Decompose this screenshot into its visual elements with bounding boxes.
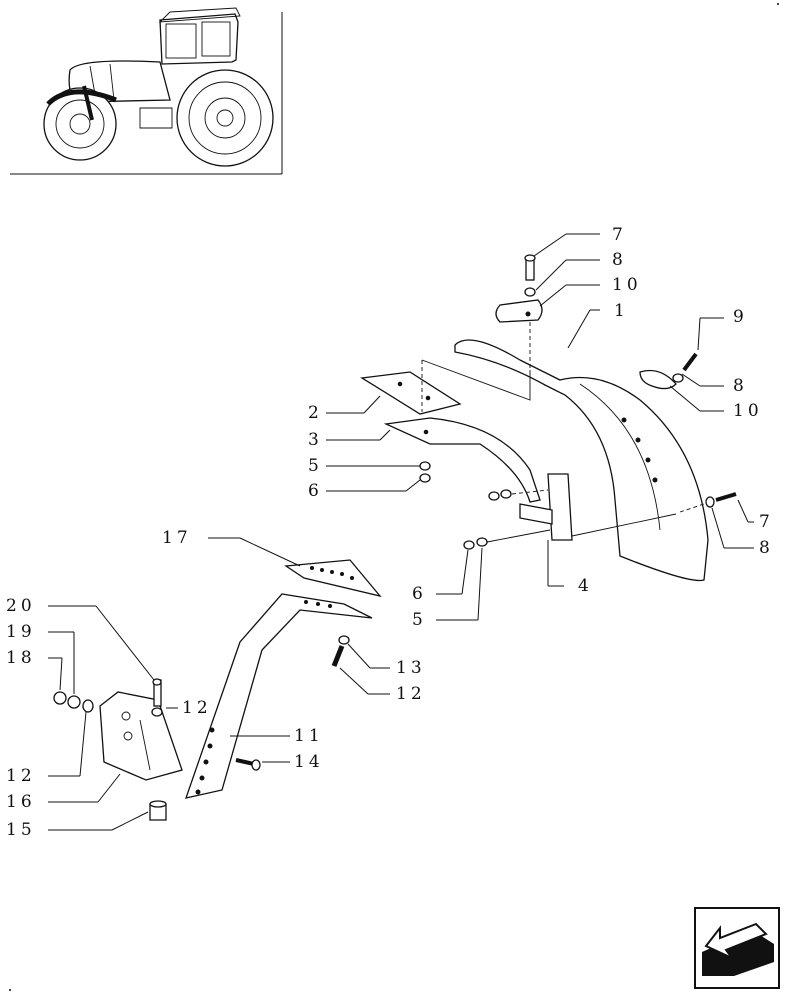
next-page-arrow-icon[interactable] [694,907,780,989]
bolt-axis [486,529,551,543]
callout-8: 8 [759,538,774,558]
arm-part-11 [185,593,373,799]
callout-labels: 7 8 10 1 9 8 10 2 3 5 6 7 8 4 6 5 17 20 … [6,225,774,840]
spacer-part-15 [149,800,167,821]
callout-10: 10 [733,401,763,421]
washer-part-12 [82,699,94,713]
bracket-part-16 [99,691,183,781]
callout-7: 7 [612,225,627,245]
plate-part-17 [284,559,382,598]
callout-10: 10 [612,275,642,295]
callout-5: 5 [308,456,323,476]
callout-12: 12 [182,698,212,718]
tractor-thumbnail-icon [10,7,283,175]
callout-17: 17 [162,528,192,548]
nut-6a [419,473,431,483]
rear-bolt-assembly [679,492,737,513]
callout-20: 20 [6,596,36,616]
bolt-part-14 [235,758,261,771]
callout-13: 13 [396,658,426,678]
plate-part-2 [360,371,462,415]
washer-5b [476,537,488,547]
callout-2: 2 [308,403,323,423]
fender-part-1 [454,339,709,582]
callout-5: 5 [412,610,427,630]
callout-11: 11 [294,726,324,746]
nut-part-18 [53,691,67,705]
leader-lines [48,233,754,831]
side-bolt-assembly [639,352,698,390]
corner-dot [9,989,11,991]
callout-1: 1 [614,301,629,321]
callout-9: 9 [733,307,748,327]
callout-12: 12 [6,766,36,786]
callout-12: 12 [396,684,426,704]
bolt-part-20 [151,678,163,717]
callout-15: 15 [6,820,36,840]
nut-6b [463,540,475,550]
bolt-part-13 [331,635,350,667]
callout-14: 14 [294,752,324,772]
callout-16: 16 [6,792,36,812]
callout-18: 18 [6,648,36,668]
callout-7: 7 [759,512,774,532]
callout-19: 19 [6,622,36,642]
callout-8: 8 [733,376,748,396]
bracket-part-3 [383,359,541,503]
washer-5a [419,461,431,471]
callout-8: 8 [612,250,627,270]
callout-4: 4 [578,576,593,596]
callout-6: 6 [412,584,427,604]
callout-3: 3 [308,430,323,450]
callout-6: 6 [308,481,323,501]
corner-dot [777,3,779,5]
top-bolt-assembly [495,254,543,370]
washer-part-19 [67,695,81,709]
bracket-part-4 [488,473,677,541]
